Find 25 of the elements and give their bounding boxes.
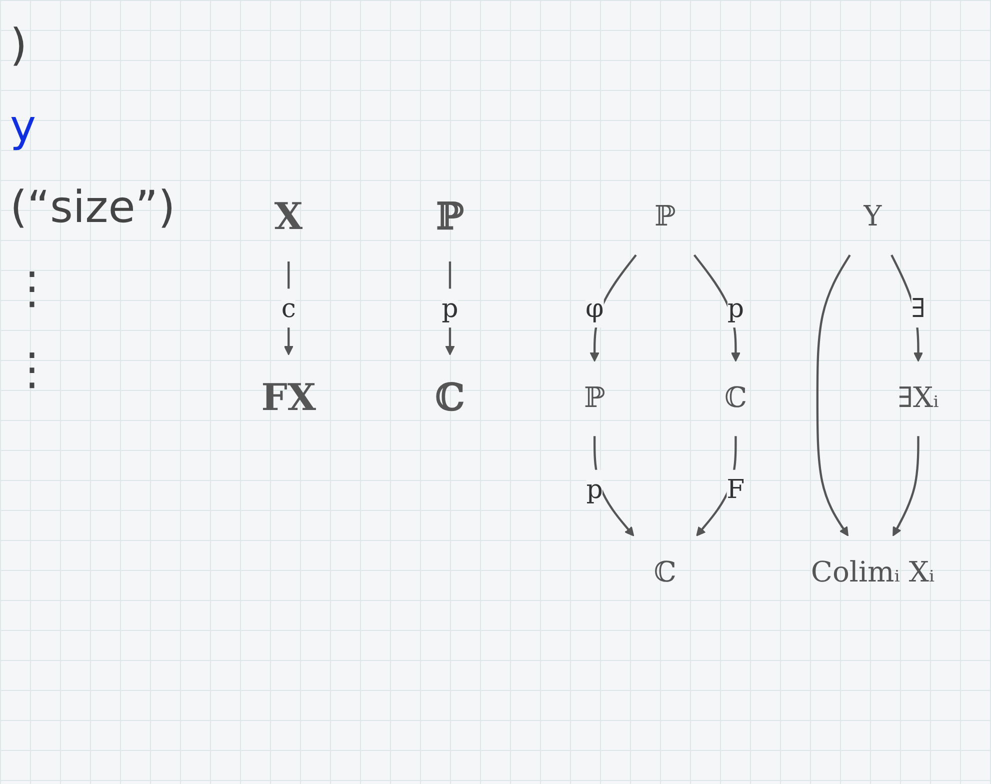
node-text: ℂ (435, 376, 465, 420)
edge-label: c (281, 292, 296, 324)
edge-label: p (727, 292, 744, 324)
math-text: ) (10, 20, 28, 71)
edge-label: p (442, 292, 458, 324)
node-text: ℙ (654, 200, 676, 234)
math-text: ⋮ (10, 263, 55, 314)
edge-label: ∃ (911, 292, 926, 324)
node-text: ℂ (654, 556, 676, 589)
node-text: ∃Xᵢ (898, 382, 939, 414)
node-text: Y (863, 200, 882, 234)
node-text: Colimᵢ Xᵢ (810, 556, 935, 589)
edge-label: F (726, 474, 745, 504)
arrow (892, 436, 920, 536)
math-text: (“size”) (10, 182, 176, 233)
node-text: FX (261, 376, 316, 420)
edge-label: p (586, 474, 603, 504)
math-text: ⋮ (10, 344, 55, 395)
node-text: X (274, 195, 303, 239)
arrow (816, 254, 851, 536)
edge-label: φ (585, 292, 604, 324)
node-text: ℙ (584, 382, 606, 414)
node-text: ℂ (724, 382, 747, 414)
math-text: y (10, 101, 38, 152)
node-text: ℙ (436, 195, 464, 239)
